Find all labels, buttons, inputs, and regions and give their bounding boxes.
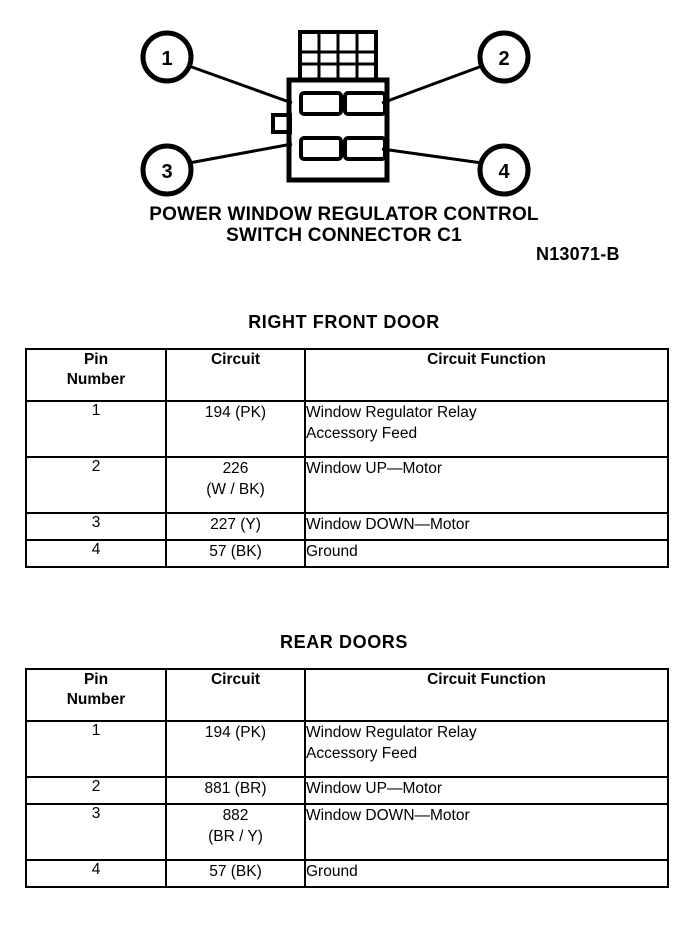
terminal-cavities	[299, 91, 387, 161]
cell-circuit: 226 (W / BK)	[165, 456, 306, 514]
cell-circuit-function: Window DOWN—Motor	[304, 803, 669, 861]
column-header-pin-line2: Number	[66, 371, 126, 388]
cell-function-line1: Ground	[306, 543, 358, 560]
section-heading-right-front-door: RIGHT FRONT DOOR	[248, 312, 440, 332]
callout-circles	[140, 30, 531, 197]
callout-label-1: 1	[161, 48, 172, 70]
diagram-title-line1: POWER WINDOW REGULATOR CONTROL	[149, 204, 539, 225]
column-header-circuit: Circuit	[165, 668, 306, 722]
table-header-row: Pin Number Circuit Circuit Function	[25, 348, 669, 402]
cell-pin-number: 1	[25, 720, 167, 778]
cell-circuit-line1: 881 (BR)	[204, 780, 267, 797]
table-row: 2 881 (BR) Window UP—Motor	[25, 776, 669, 805]
leader-lines	[188, 64, 483, 165]
cell-function-line1: Ground	[306, 863, 358, 880]
table-row: 2 226 (W / BK) Window UP—Motor	[25, 456, 669, 514]
table-row: 3 882 (BR / Y) Window DOWN—Motor	[25, 803, 669, 861]
cell-circuit-function: Ground	[304, 859, 669, 888]
section-heading-rear-doors: REAR DOORS	[279, 632, 408, 652]
diagram-caption: POWER WINDOW REGULATOR CONTROL SWITCH CO…	[0, 204, 688, 264]
cell-circuit: 227 (Y)	[165, 512, 306, 541]
column-header-pin-line1: Pin	[83, 351, 109, 368]
connector-diagram: 1 2 3 4	[0, 0, 688, 200]
cell-circuit-line1: 57 (BK)	[209, 543, 262, 560]
cell-circuit-function: Window UP—Motor	[304, 456, 669, 514]
cavity-2	[343, 91, 387, 116]
callout-label-2: 2	[498, 48, 509, 70]
cell-circuit: 194 (PK)	[165, 720, 306, 778]
cell-function-line2: Accessory Feed	[306, 425, 418, 442]
column-header-pin-number: Pin Number	[25, 668, 167, 722]
cell-circuit-line1: 194 (PK)	[204, 724, 267, 741]
cell-circuit-line1: 194 (PK)	[204, 404, 267, 421]
pin-table-right-front-door: Pin Number Circuit Circuit Function 1 19…	[25, 348, 669, 568]
cell-circuit: 881 (BR)	[165, 776, 306, 805]
cell-pin-number: 4	[25, 859, 167, 888]
cavity-4	[343, 136, 387, 161]
column-header-pin-number: Pin Number	[25, 348, 167, 402]
cell-pin-number: 2	[25, 456, 167, 514]
cell-pin-number: 3	[25, 803, 167, 861]
cell-pin-number: 4	[25, 539, 167, 568]
cell-circuit-line1: 227 (Y)	[210, 516, 261, 533]
cell-circuit: 194 (PK)	[165, 400, 306, 458]
cell-function-line1: Window UP—Motor	[306, 780, 443, 797]
callout-label-3: 3	[161, 161, 172, 183]
cell-circuit-function: Window DOWN—Motor	[304, 512, 669, 541]
cell-circuit-line1: 57 (BK)	[209, 863, 262, 880]
cell-function-line2: Accessory Feed	[306, 745, 418, 762]
table-row: 1 194 (PK) Window Regulator Relay Access…	[25, 400, 669, 458]
pin-table-rear-doors: Pin Number Circuit Circuit Function 1 19…	[25, 668, 669, 888]
table-row: 4 57 (BK) Ground	[25, 539, 669, 568]
cell-circuit-line2: (W / BK)	[206, 481, 265, 498]
column-header-circuit: Circuit	[165, 348, 306, 402]
cell-function-line1: Window DOWN—Motor	[306, 516, 470, 533]
cell-circuit-function: Window Regulator Relay Accessory Feed	[304, 720, 669, 778]
cell-circuit-function: Window Regulator Relay Accessory Feed	[304, 400, 669, 458]
table-header-row: Pin Number Circuit Circuit Function	[25, 668, 669, 722]
cell-circuit: 57 (BK)	[165, 539, 306, 568]
leader-line-3	[188, 142, 293, 165]
column-header-pin-line2: Number	[66, 691, 126, 708]
cell-pin-number: 1	[25, 400, 167, 458]
callout-circle-3	[140, 143, 194, 197]
table-row: 3 227 (Y) Window DOWN—Motor	[25, 512, 669, 541]
connector-top-ribs	[298, 30, 378, 82]
cell-circuit-line1: 226	[222, 460, 249, 477]
cell-pin-number: 3	[25, 512, 167, 541]
callout-label-4: 4	[498, 161, 510, 183]
connector-locking-tab	[271, 113, 292, 134]
callout-labels: 1 2 3 4	[161, 48, 510, 183]
cavity-1	[299, 91, 343, 116]
cell-circuit-line1: 882	[222, 807, 249, 824]
leader-line-4	[381, 147, 483, 165]
callout-circle-1	[140, 30, 194, 84]
leader-line-1	[188, 64, 293, 105]
cell-function-line1: Window Regulator Relay	[306, 724, 477, 741]
column-header-circuit-function: Circuit Function	[304, 668, 669, 722]
callout-circle-4	[477, 143, 531, 197]
leader-line-2	[381, 64, 483, 105]
cell-circuit: 57 (BK)	[165, 859, 306, 888]
table-row: 1 194 (PK) Window Regulator Relay Access…	[25, 720, 669, 778]
callout-circle-2	[477, 30, 531, 84]
table-row: 4 57 (BK) Ground	[25, 859, 669, 888]
cell-circuit: 882 (BR / Y)	[165, 803, 306, 861]
cell-circuit-function: Ground	[304, 539, 669, 568]
cell-circuit-function: Window UP—Motor	[304, 776, 669, 805]
cell-function-line1: Window UP—Motor	[306, 460, 443, 477]
diagram-reference-code: N13071-B	[536, 244, 620, 264]
cell-pin-number: 2	[25, 776, 167, 805]
cell-function-line1: Window DOWN—Motor	[306, 807, 470, 824]
cavity-3	[299, 136, 343, 161]
column-header-circuit-function: Circuit Function	[304, 348, 669, 402]
diagram-title-line2: SWITCH CONNECTOR C1	[226, 225, 462, 246]
cell-circuit-line2: (BR / Y)	[208, 828, 263, 845]
column-header-pin-line1: Pin	[83, 671, 109, 688]
cell-function-line1: Window Regulator Relay	[306, 404, 477, 421]
